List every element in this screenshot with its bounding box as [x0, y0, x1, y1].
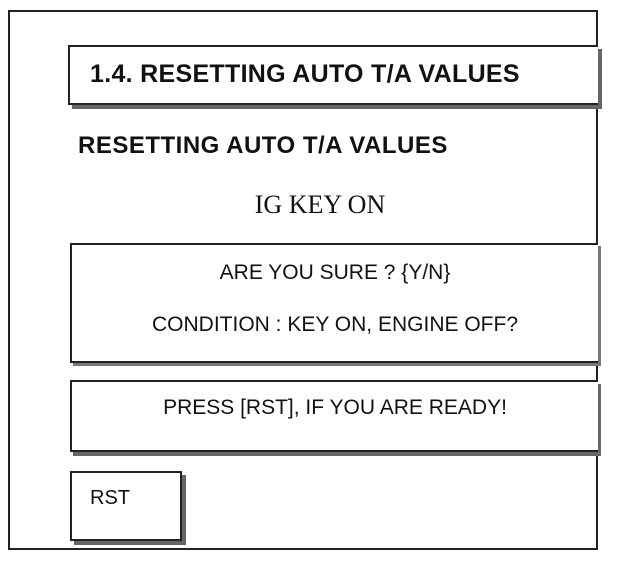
page-heading: RESETTING AUTO T/A VALUES	[78, 132, 448, 159]
condition-text: CONDITION : KEY ON, ENGINE OFF?	[152, 313, 518, 336]
instruction-panel: PRESS [RST], IF YOU ARE READY!	[70, 380, 598, 452]
confirmation-panel: ARE YOU SURE ? {Y/N} CONDITION : KEY ON,…	[70, 243, 598, 363]
ignition-status-label: IG KEY ON	[254, 190, 386, 219]
rst-button[interactable]: RST	[70, 471, 182, 541]
instruction-text: PRESS [RST], IF YOU ARE READY!	[163, 396, 507, 419]
section-title: 1.4. RESETTING AUTO T/A VALUES	[90, 60, 520, 88]
rst-button-label: RST	[90, 487, 130, 509]
section-title-box: 1.4. RESETTING AUTO T/A VALUES	[68, 45, 598, 105]
confirmation-question: ARE YOU SURE ? {Y/N}	[219, 261, 451, 284]
